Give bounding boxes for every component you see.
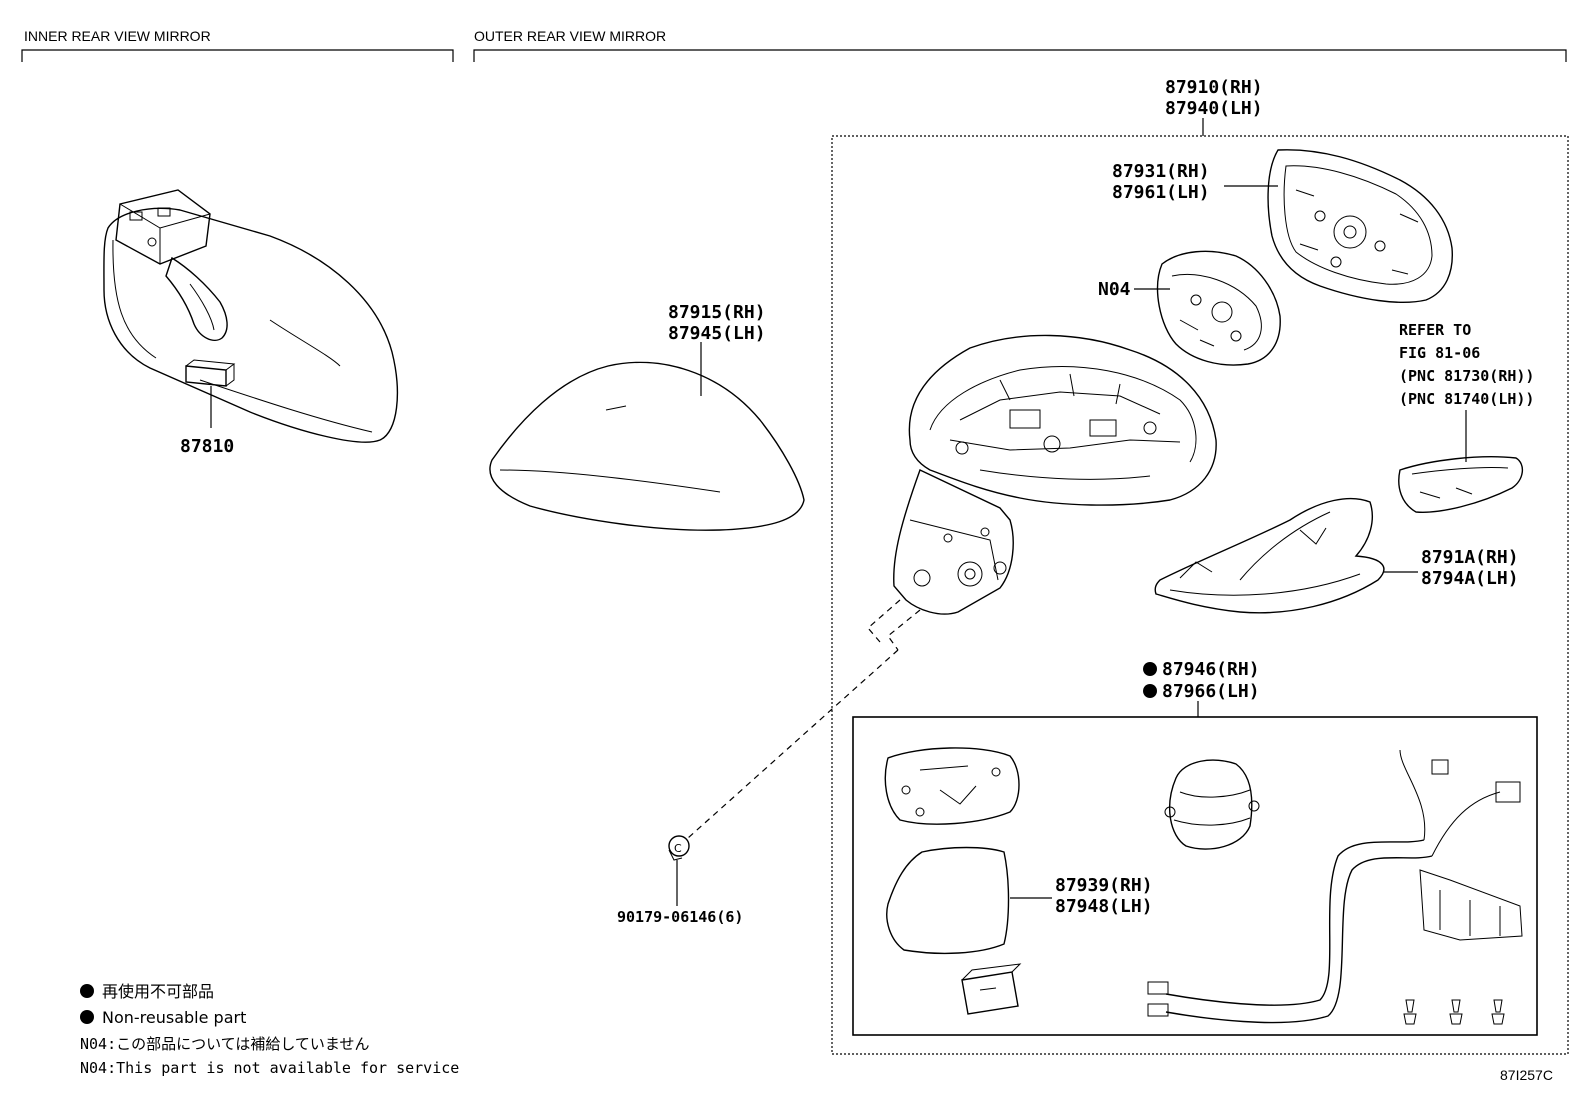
assembly-87910-outline bbox=[831, 135, 1569, 1055]
section-inner-title: INNER REAR VIEW MIRROR bbox=[24, 28, 211, 44]
part-87931-rh-label: 87931(RH) bbox=[1112, 161, 1210, 182]
part-87915-rh-label: 87915(RH) bbox=[668, 302, 766, 323]
turn-lamp-illustration bbox=[1398, 456, 1523, 513]
kit-clip-illustration bbox=[961, 963, 1022, 1015]
part-87948-lh-label: 87948(LH) bbox=[1055, 896, 1153, 917]
lower-cover-illustration bbox=[1154, 497, 1385, 614]
refer-line-4: (PNC 81740(LH)) bbox=[1399, 390, 1534, 408]
part-8794A-lh-label: 8794A(LH) bbox=[1421, 568, 1519, 589]
part-90179-label: 90179-06146(6) bbox=[617, 908, 743, 926]
part-87810-callout: 87810 bbox=[180, 386, 234, 457]
part-87910-callout: 87910(RH) 87940(LH) bbox=[1165, 77, 1263, 136]
kit-motor-illustration bbox=[1164, 759, 1260, 850]
legend-n04-en: N04:This part is not available for servi… bbox=[80, 1059, 459, 1077]
section-inner-header: INNER REAR VIEW MIRROR bbox=[21, 28, 454, 62]
part-8791A-rh-label: 8791A(RH) bbox=[1421, 547, 1519, 568]
kit-glass-illustration bbox=[886, 846, 1010, 955]
kit-harness-illustration bbox=[1147, 749, 1523, 1024]
legend-nonreusable-en: Non-reusable part bbox=[102, 1008, 246, 1027]
part-87945-lh-label: 87945(LH) bbox=[668, 323, 766, 344]
actuator-n04-illustration bbox=[1156, 250, 1281, 366]
part-n04-callout: N04 bbox=[1098, 279, 1170, 300]
mirror-cover-illustration bbox=[489, 361, 805, 531]
part-87966-lh-label: 87966(LH) bbox=[1162, 681, 1260, 702]
legend-nonreusable-jp: 再使用不可部品 bbox=[102, 982, 214, 1001]
part-90179-callout: 90179-06146(6) bbox=[617, 860, 743, 926]
screw-90179-illustration: C bbox=[668, 835, 690, 861]
nonreusable-marker-icon bbox=[1143, 684, 1157, 698]
part-87910-rh-label: 87910(RH) bbox=[1165, 77, 1263, 98]
refer-line-1: REFER TO bbox=[1399, 321, 1471, 339]
part-87946-rh-label: 87946(RH) bbox=[1162, 659, 1260, 680]
glass-holder-illustration bbox=[1267, 149, 1453, 304]
mirror-housing-illustration bbox=[893, 334, 1217, 615]
part-8791A-callout: 8791A(RH) 8794A(LH) bbox=[1384, 547, 1519, 589]
nonreusable-legend-icon bbox=[80, 1010, 94, 1024]
svg-text:C: C bbox=[674, 842, 682, 855]
nonreusable-marker-icon bbox=[1143, 662, 1157, 676]
part-87931-callout: 87931(RH) 87961(LH) bbox=[1112, 161, 1278, 203]
legend: 再使用不可部品 Non-reusable part N04:この部品については補… bbox=[80, 982, 459, 1077]
refer-callout: REFER TO FIG 81-06 (PNC 81730(RH)) (PNC … bbox=[1399, 321, 1534, 462]
section-outer-title: OUTER REAR VIEW MIRROR bbox=[474, 28, 666, 44]
kit-87946-outline bbox=[852, 716, 1538, 1036]
refer-line-3: (PNC 81730(RH)) bbox=[1399, 367, 1534, 385]
kit-plate-illustration bbox=[884, 747, 1020, 825]
part-87939-rh-label: 87939(RH) bbox=[1055, 875, 1153, 896]
legend-n04-jp: N04:この部品については補給していません bbox=[80, 1035, 369, 1053]
part-87961-lh-label: 87961(LH) bbox=[1112, 182, 1210, 203]
part-87810-label: 87810 bbox=[180, 436, 234, 457]
refer-line-2: FIG 81-06 bbox=[1399, 344, 1480, 362]
kit-screws-illustration bbox=[1403, 999, 1505, 1025]
part-n04-label: N04 bbox=[1098, 279, 1131, 300]
screw-dashed-link bbox=[687, 599, 921, 839]
part-87946-callout: 87946(RH) 87966(LH) bbox=[1143, 659, 1260, 717]
nonreusable-legend-icon bbox=[80, 984, 94, 998]
inner-mirror-illustration bbox=[103, 189, 399, 443]
section-outer-header: OUTER REAR VIEW MIRROR bbox=[473, 28, 1567, 62]
part-87915-callout: 87915(RH) 87945(LH) bbox=[668, 302, 766, 396]
figure-id: 87I257C bbox=[1500, 1067, 1553, 1083]
part-87939-callout: 87939(RH) 87948(LH) bbox=[1010, 875, 1153, 917]
part-87940-lh-label: 87940(LH) bbox=[1165, 98, 1263, 119]
